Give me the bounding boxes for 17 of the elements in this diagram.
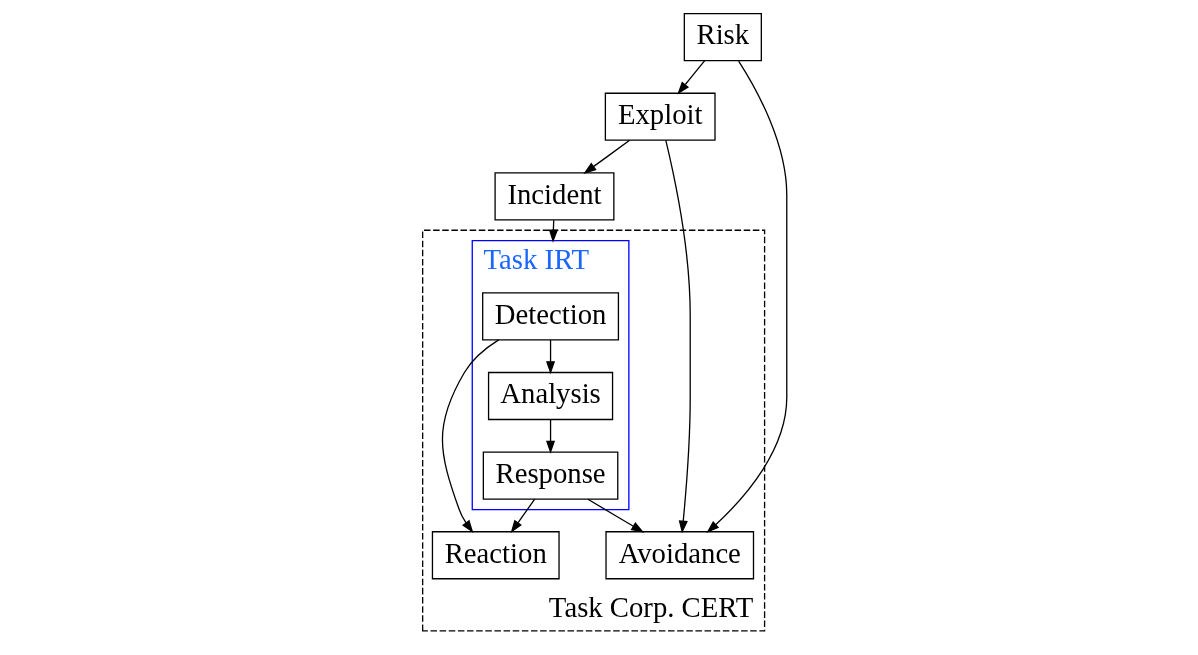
arrow [664,139,691,534]
node-box: Exploit [604,92,716,141]
node-box: Analysis [487,371,613,421]
node-box: Detection [481,292,619,341]
arrow [582,139,630,174]
arrow [545,418,555,454]
node-box: Reaction [431,531,560,580]
node-box: Risk [683,12,762,62]
arrow [545,339,555,375]
arrow [705,60,787,534]
arrow [676,60,705,95]
arrow [510,498,535,534]
arrow [586,498,644,533]
arrow [441,339,499,534]
node-box: Incident [493,172,614,221]
node-box: Response [482,451,618,500]
node-box: Avoidance [604,531,754,580]
